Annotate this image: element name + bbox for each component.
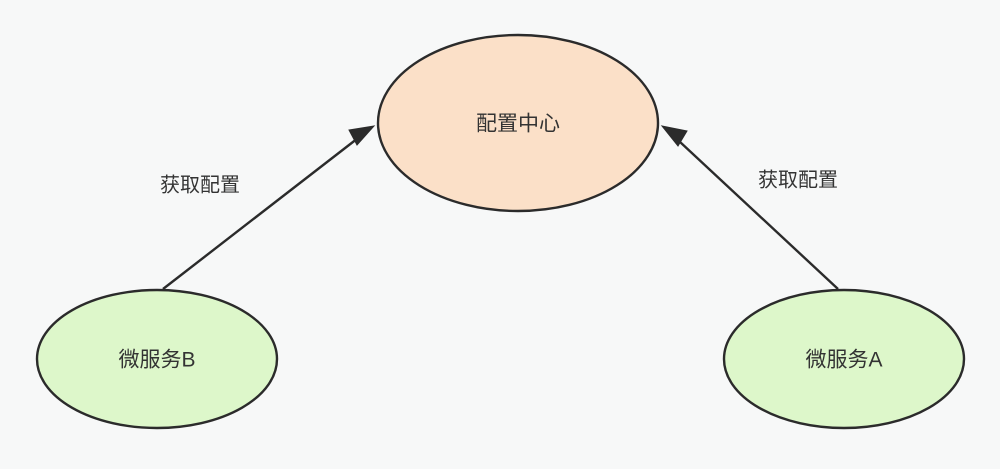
arrowhead-icon <box>348 125 376 146</box>
edge-label-a: 获取配置 <box>758 168 838 191</box>
edge-line <box>162 127 372 290</box>
node-config-center[interactable]: 配置中心 <box>376 33 660 213</box>
node-microservice-a[interactable]: 微服务A <box>722 288 966 430</box>
node-label-config-center: 配置中心 <box>476 113 560 136</box>
node-label-microservice-a: 微服务A <box>805 349 882 372</box>
edge-a-to-config[interactable]: 获取配置 <box>660 125 839 290</box>
edge-label-b: 获取配置 <box>160 173 240 196</box>
edge-b-to-config[interactable]: 获取配置 <box>160 125 376 290</box>
node-ellipse <box>35 288 279 430</box>
arrowhead-icon <box>660 125 688 147</box>
node-ellipse <box>722 288 966 430</box>
node-label-microservice-b: 微服务B <box>118 349 195 372</box>
node-ellipse <box>376 33 660 213</box>
node-microservice-b[interactable]: 微服务B <box>35 288 279 430</box>
edge-line <box>664 127 839 290</box>
